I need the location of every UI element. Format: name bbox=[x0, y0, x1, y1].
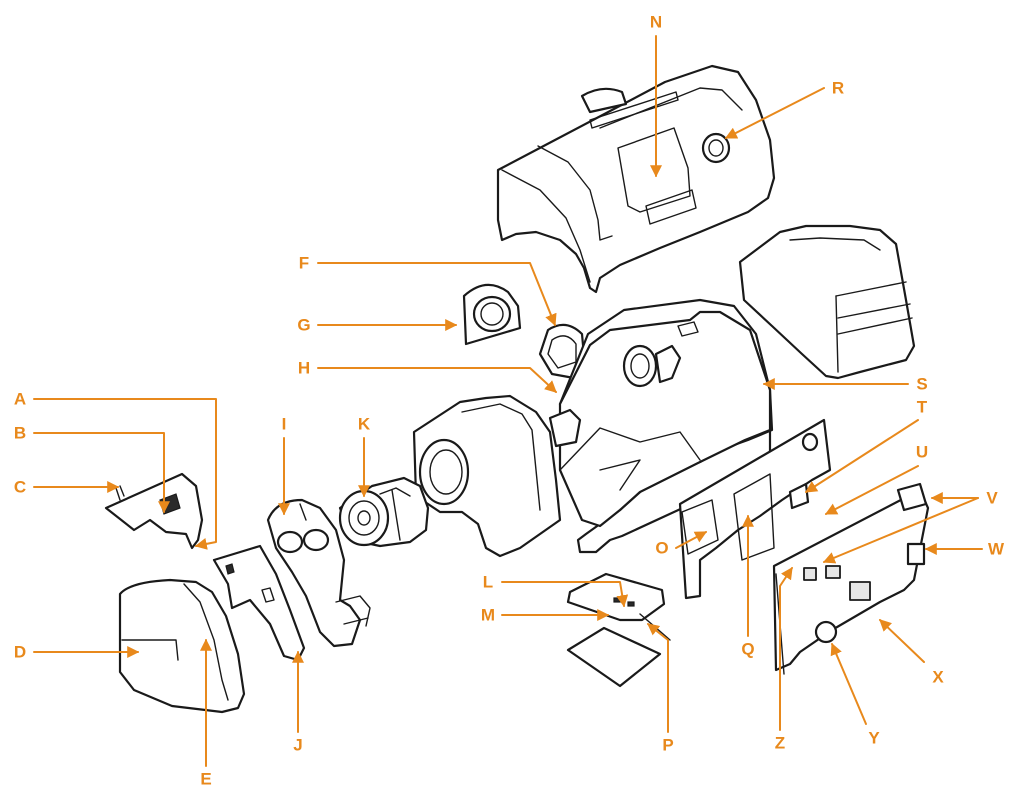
callout-label-m: M bbox=[480, 605, 496, 625]
callout-leaders bbox=[33, 35, 983, 767]
callout-label-p: P bbox=[662, 735, 674, 755]
leader-l bbox=[501, 581, 629, 608]
part-seal-f bbox=[538, 323, 586, 380]
leader-b bbox=[33, 432, 170, 514]
part-pad-plate bbox=[566, 626, 662, 688]
callout-label-q: Q bbox=[741, 639, 755, 659]
part-front-cover-d bbox=[118, 578, 246, 714]
callout-label-n: N bbox=[649, 12, 663, 32]
callout-label-b: B bbox=[13, 423, 27, 443]
callout-label-t: T bbox=[916, 397, 928, 417]
callout-label-a: A bbox=[13, 389, 27, 409]
part-top-cover bbox=[496, 64, 776, 294]
callout-label-x: X bbox=[932, 667, 944, 687]
part-filter-cover-g bbox=[462, 283, 522, 346]
callout-label-k: K bbox=[357, 414, 371, 434]
callout-label-e: E bbox=[200, 769, 212, 789]
part-main-pcb bbox=[772, 482, 930, 675]
leader-v-2 bbox=[822, 497, 979, 564]
part-pcb-abc bbox=[104, 472, 204, 550]
leader-a bbox=[33, 398, 217, 550]
callout-label-l: L bbox=[482, 572, 494, 592]
callout-label-o: O bbox=[655, 538, 669, 558]
part-small-board-l bbox=[566, 572, 671, 641]
part-bracket-j bbox=[212, 544, 306, 662]
leader-h bbox=[317, 367, 557, 393]
callout-label-g: G bbox=[297, 315, 311, 335]
callout-label-u: U bbox=[915, 442, 929, 462]
part-side-cover-right bbox=[738, 224, 916, 380]
leader-t bbox=[804, 419, 919, 493]
leader-p bbox=[647, 623, 669, 733]
leader-u bbox=[824, 465, 919, 515]
callout-label-d: D bbox=[13, 642, 27, 662]
part-board-o bbox=[678, 418, 832, 600]
callout-label-w: W bbox=[987, 539, 1005, 559]
leader-o bbox=[675, 531, 708, 549]
callout-label-c: C bbox=[13, 477, 27, 497]
part-motor-k bbox=[338, 476, 430, 548]
part-blower-housing bbox=[412, 394, 582, 558]
leader-x bbox=[879, 619, 925, 663]
callout-label-y: Y bbox=[868, 728, 880, 748]
callout-label-h: H bbox=[297, 358, 311, 378]
callout-label-v: V bbox=[986, 488, 998, 508]
leader-f bbox=[317, 262, 557, 327]
leader-z bbox=[779, 567, 793, 731]
callout-label-j: J bbox=[293, 735, 303, 755]
leader-y bbox=[830, 642, 867, 725]
leader-r bbox=[724, 87, 825, 139]
callout-label-f: F bbox=[298, 253, 310, 273]
callout-label-r: R bbox=[831, 78, 845, 98]
callout-label-i: I bbox=[281, 414, 287, 434]
callout-label-s: S bbox=[916, 374, 928, 394]
part-volute-i bbox=[266, 498, 371, 648]
callout-label-z: Z bbox=[774, 733, 786, 753]
